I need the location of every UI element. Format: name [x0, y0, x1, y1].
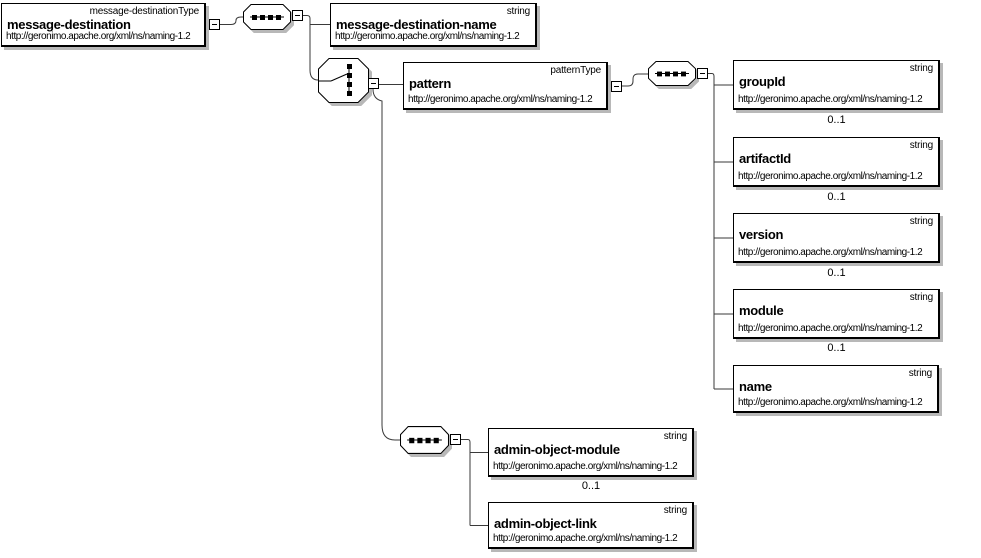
element-namespace-label: http://geronimo.apache.org/xml/ns/naming… — [738, 397, 923, 408]
element-namespace-label: http://geronimo.apache.org/xml/ns/naming… — [493, 461, 678, 472]
element-namespace-label: http://geronimo.apache.org/xml/ns/naming… — [6, 31, 191, 42]
element-box-admin-object-module[interactable]: string admin-object-module http://geroni… — [488, 428, 694, 477]
minus-collapse-icon[interactable] — [209, 19, 220, 30]
element-namespace-label: http://geronimo.apache.org/xml/ns/naming… — [335, 31, 520, 42]
element-type-label: string — [908, 368, 932, 379]
element-namespace-label: http://geronimo.apache.org/xml/ns/naming… — [738, 171, 923, 182]
minus-collapse-icon[interactable] — [611, 81, 622, 92]
minus-collapse-icon[interactable] — [450, 434, 461, 445]
element-type-label: string — [506, 6, 530, 17]
element-namespace-label: http://geronimo.apache.org/xml/ns/naming… — [738, 323, 923, 334]
element-type-label: string — [909, 140, 933, 151]
cardinality-label: 0..1 — [581, 480, 601, 492]
element-box-message-destination[interactable]: message-destinationType message-destinat… — [1, 3, 206, 47]
element-box-pattern[interactable]: patternType pattern http://geronimo.apac… — [403, 62, 608, 110]
sequence-icon[interactable] — [400, 426, 449, 454]
sequence-icon[interactable] — [648, 61, 696, 86]
element-type-label: message-destinationType — [89, 6, 200, 17]
element-name-label: artifactId — [739, 151, 791, 166]
element-box-groupId[interactable]: string groupId http://geronimo.apache.or… — [733, 60, 940, 110]
element-type-label: string — [663, 431, 687, 442]
element-name-label: message-destination — [7, 17, 131, 32]
element-name-label: admin-object-link — [494, 516, 597, 531]
minus-collapse-icon[interactable] — [292, 10, 303, 21]
element-type-label: string — [909, 216, 933, 227]
element-box-module[interactable]: string module http://geronimo.apache.org… — [733, 289, 940, 339]
element-box-artifactId[interactable]: string artifactId http://geronimo.apache… — [733, 137, 940, 187]
element-box-admin-object-link[interactable]: string admin-object-link http://geronimo… — [488, 502, 694, 549]
element-namespace-label: http://geronimo.apache.org/xml/ns/naming… — [738, 94, 923, 105]
choice-icon[interactable] — [318, 58, 369, 103]
cardinality-label: 0..1 — [827, 267, 846, 279]
element-name-label: module — [739, 303, 784, 318]
element-namespace-label: http://geronimo.apache.org/xml/ns/naming… — [493, 533, 678, 544]
element-type-label: string — [909, 292, 933, 303]
element-name-label: pattern — [409, 76, 451, 91]
minus-collapse-icon[interactable] — [697, 68, 708, 79]
cardinality-label: 0..1 — [827, 114, 846, 126]
element-name-label: message-destination-name — [336, 17, 497, 32]
element-name-label: name — [739, 379, 772, 394]
element-namespace-label: http://geronimo.apache.org/xml/ns/naming… — [408, 94, 593, 105]
cardinality-label: 0..1 — [827, 342, 846, 354]
element-box-version[interactable]: string version http://geronimo.apache.or… — [733, 213, 940, 263]
element-type-label: string — [663, 505, 687, 516]
element-box-message-destination-name[interactable]: string message-destination-name http://g… — [330, 3, 537, 47]
minus-collapse-icon[interactable] — [368, 78, 379, 89]
element-namespace-label: http://geronimo.apache.org/xml/ns/naming… — [738, 247, 923, 258]
element-type-label: patternType — [550, 65, 601, 76]
element-name-label: admin-object-module — [494, 442, 620, 457]
element-box-name[interactable]: string name http://geronimo.apache.org/x… — [733, 365, 939, 413]
element-type-label: string — [909, 63, 933, 74]
element-name-label: groupId — [739, 74, 786, 89]
sequence-icon[interactable] — [243, 4, 291, 30]
cardinality-label: 0..1 — [827, 191, 846, 203]
element-name-label: version — [739, 227, 784, 242]
